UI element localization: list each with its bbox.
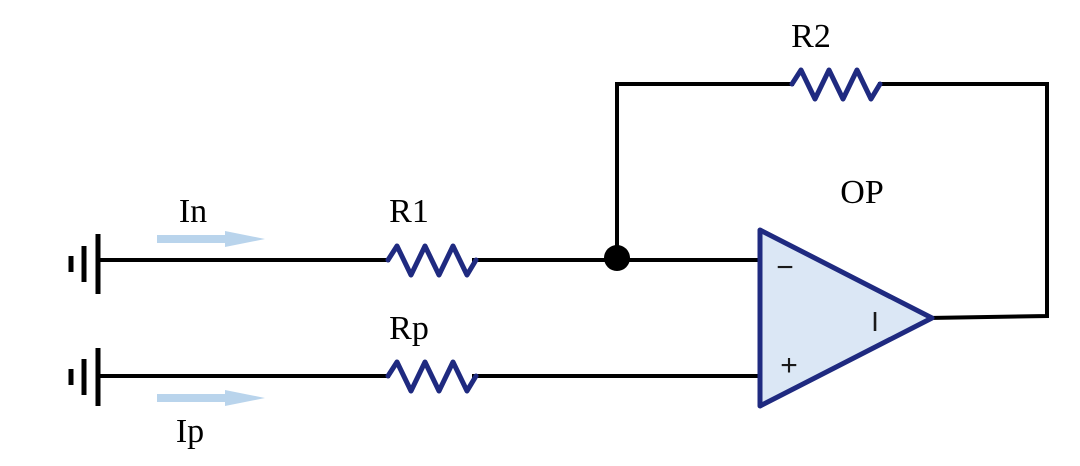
label-rp: Rp: [389, 310, 429, 347]
ground-symbol-top: [68, 234, 101, 294]
wire-feedback-right: [878, 82, 1049, 321]
op-amp-output-mark: I: [871, 306, 879, 337]
resistor-r2: [789, 67, 883, 102]
junction-dot: [604, 245, 630, 271]
resistor-rp: [385, 359, 479, 394]
label-ip: Ip: [176, 413, 204, 450]
label-r2: R2: [791, 18, 831, 55]
op-amp-minus-sign: −: [776, 251, 794, 284]
wires: [96, 82, 1049, 378]
label-r1: R1: [389, 193, 429, 230]
current-arrow-in: [157, 231, 265, 247]
label-op: OP: [840, 174, 883, 211]
resistor-r1: [385, 243, 479, 278]
ground-symbol-bottom: [68, 348, 101, 406]
op-amp-plus-sign: +: [780, 349, 798, 382]
current-arrow-ip: [157, 390, 265, 406]
wire-feedback-left: [615, 82, 794, 260]
label-in: In: [179, 193, 207, 230]
op-amp-triangle: [757, 227, 935, 409]
